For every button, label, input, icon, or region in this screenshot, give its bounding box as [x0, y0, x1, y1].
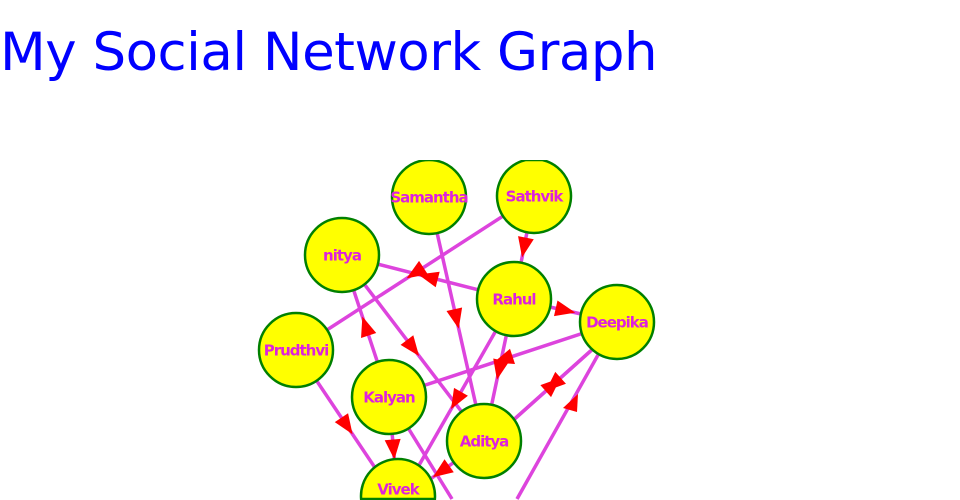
node-circle	[495, 160, 573, 235]
node-label: Aditya	[460, 433, 509, 451]
node-label: Kalyan	[363, 389, 415, 407]
arrow-head-icon	[545, 371, 566, 392]
node-vivek: Vivek	[359, 457, 437, 500]
node-label: Rahul	[492, 291, 535, 309]
arrow-head-icon	[493, 358, 509, 380]
node-circle	[578, 283, 656, 361]
node-circle	[303, 216, 381, 294]
arrow-head-icon	[446, 307, 463, 329]
node-aditya: Aditya	[445, 402, 523, 480]
node-label: nitya	[323, 247, 361, 265]
arrow-head-icon	[563, 394, 578, 412]
arrow-head-icon	[384, 438, 401, 460]
node-samantha: Samantha	[390, 160, 469, 236]
node-label: Samantha	[390, 189, 467, 207]
node-label: Prudthvi	[264, 342, 329, 360]
node-circle	[257, 311, 335, 389]
arrow-head-icon	[518, 236, 534, 258]
node-circle	[390, 160, 468, 236]
node-label: Sathvik	[506, 188, 565, 206]
arrow-head-icon	[418, 271, 440, 288]
arrow-head-icon	[451, 387, 468, 410]
arrow-head-icon	[400, 335, 420, 356]
node-circle	[475, 260, 553, 338]
node-label: Vivek	[377, 481, 420, 499]
node-kalyan: Kalyan	[350, 358, 428, 436]
arrow-head-icon	[432, 459, 454, 478]
node-circle	[445, 402, 523, 480]
edge-offscreen	[515, 354, 600, 500]
node-sathvik: Sathvik	[495, 160, 573, 235]
page-title: My Social Network Graph	[0, 22, 658, 83]
node-deepika: Deepika	[578, 283, 656, 361]
arrow-head-icon	[553, 300, 576, 317]
node-label: Deepika	[586, 314, 648, 332]
arrow-head-icon	[334, 413, 353, 435]
arrow-head-icon	[361, 316, 377, 339]
node-rahul: Rahul	[475, 260, 553, 338]
node-nitya: nitya	[303, 216, 381, 294]
node-circle	[350, 358, 428, 436]
node-prudthvi: Prudthvi	[257, 311, 335, 389]
node-circle	[359, 457, 437, 500]
